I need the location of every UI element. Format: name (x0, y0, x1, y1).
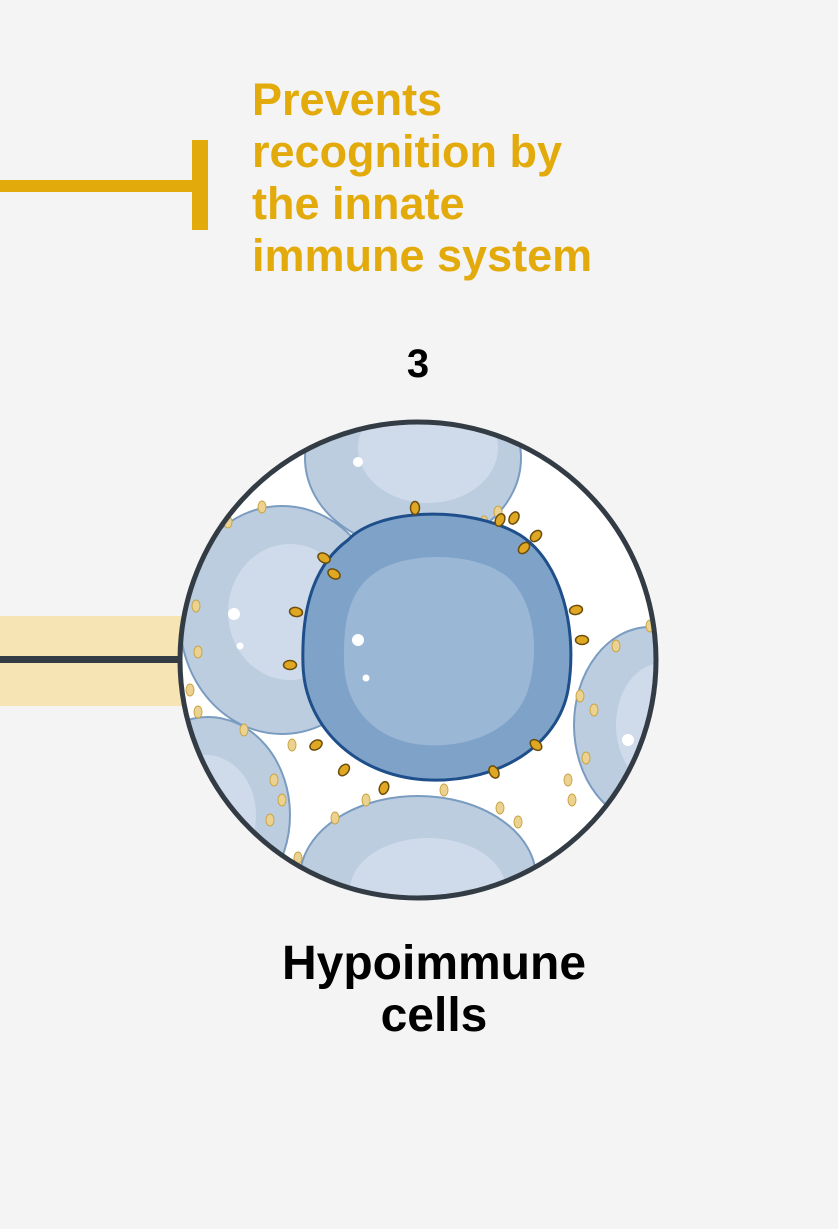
step-number: 3 (406, 342, 430, 386)
inhibition-line-icon (0, 140, 208, 230)
background-cell (180, 716, 291, 898)
cell-label: Hypoimmune cells (281, 937, 587, 1042)
annotation-text: Prevents recognition by the innate immun… (252, 74, 593, 281)
hypoimmune-cell (301, 512, 573, 782)
connector-band (0, 616, 190, 706)
cell-magnification-icon (177, 419, 659, 901)
background-cell (573, 626, 656, 824)
receptor-cluster (282, 500, 590, 796)
